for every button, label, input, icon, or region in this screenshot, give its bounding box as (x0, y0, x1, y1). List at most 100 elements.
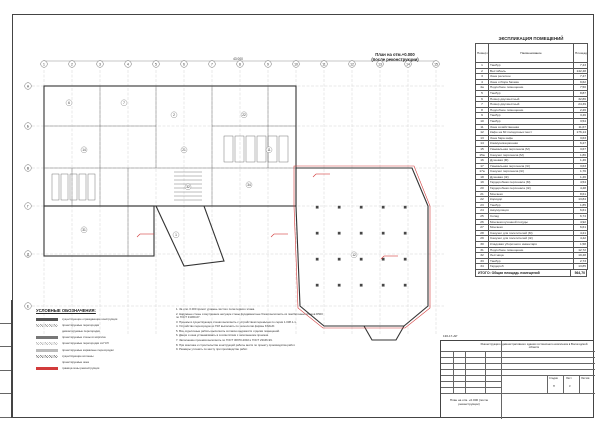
axis-bubble (152, 60, 160, 68)
general-notes: 1. За отм. 0.000 принят уровень чистого … (176, 307, 324, 353)
legend-swatch (36, 342, 58, 346)
column (337, 257, 341, 261)
column (337, 231, 341, 235)
header-name: Наименование (488, 43, 574, 63)
level-mark (270, 233, 275, 238)
legend-label: демонтируемые перегородки (62, 328, 100, 333)
legend-item: проектируемые перегородки (36, 322, 156, 328)
small-room (256, 135, 267, 163)
project-description: Реконструкция административного здания г… (480, 342, 588, 350)
legend-label: проектируемые перегородки (62, 322, 100, 327)
axis-label: 2 (71, 62, 73, 66)
column (381, 231, 385, 235)
sheet-header: Лист (566, 377, 572, 380)
total-label: ИТОГО: Общая площадь помещений (478, 270, 540, 275)
axis-label: 14 (406, 62, 410, 66)
column (403, 231, 407, 235)
legend-label: граница зоны реконструкции (62, 366, 100, 371)
room-area: 7,50 (573, 84, 588, 91)
room-label: 14 (82, 148, 86, 152)
column (381, 257, 385, 261)
axis-label: 8 (239, 62, 241, 66)
legend-swatch (36, 348, 58, 352)
schedule-title: ЭКСПЛИКАЦИЯ ПОМЕЩЕНИЙ (498, 36, 564, 41)
axis-bubble (24, 122, 32, 130)
room-tag (180, 146, 188, 153)
room-schedule-table: Номер помещ. Наименование Площадь, м2 1Т… (475, 43, 588, 270)
note-paragraph: 8. При монтаже и строительстве конструкц… (176, 342, 296, 347)
axis-bubble (432, 60, 440, 68)
axis-label: 7 (211, 62, 213, 66)
legend-swatch (36, 367, 58, 371)
axis-label: 9 (267, 62, 269, 66)
legend-swatch (36, 354, 58, 358)
axis-bubble (24, 250, 32, 258)
legend-label: существующие ограждающие конструкции (62, 316, 118, 321)
room-tag (80, 226, 88, 233)
legend-label: проектируемые каркасные перегородки (62, 347, 114, 352)
column (359, 257, 363, 261)
axis-label: Е (27, 304, 30, 308)
column (337, 283, 341, 287)
legend-item: проектируемые каркасные перегородки (36, 347, 156, 353)
small-room (245, 135, 256, 163)
axis-bubble (292, 60, 300, 68)
wall-outline-entrance (363, 325, 405, 341)
reconstruction-boundary (293, 165, 431, 329)
small-room (234, 135, 245, 163)
sheet-value: 3 (569, 385, 571, 388)
note-paragraph: 7. Заполнение проемов выполнять по ГОСТ … (176, 337, 273, 342)
axis-bubble (24, 302, 32, 310)
axis-bubble (180, 60, 188, 68)
wall-outline-lower-left (43, 205, 155, 257)
legend-label: проектируемые перегородки из ГКЛ (62, 341, 109, 346)
note-paragraph: 3. Проемы в существующих стенах выполнит… (176, 319, 297, 324)
header-area: Площадь, м2 (573, 43, 588, 63)
title-block: 130-17-АР Реконструкция административног… (440, 334, 595, 419)
room-label: 12 (352, 253, 356, 257)
room-label: 7 (123, 101, 125, 105)
room-label: 22 (242, 113, 246, 117)
axis-label: 6 (183, 62, 185, 66)
axis-bubble (24, 202, 32, 210)
legend-label: проектируемые окна (62, 359, 89, 364)
column (359, 231, 363, 235)
legend-swatch (36, 323, 58, 327)
legend-swatch (36, 317, 58, 321)
wall-outline-porch (155, 205, 225, 267)
axis-label: 12 (350, 62, 354, 66)
note-paragraph: 4. Устройство перегородок из ГКЛ выполни… (176, 324, 275, 329)
room-name: Гардероб (488, 263, 574, 270)
room-area: 7,43 (573, 62, 588, 69)
axis-bubble (124, 60, 132, 68)
column (403, 257, 407, 261)
column (315, 231, 319, 235)
axis-bubble (68, 60, 76, 68)
axis-bubble (24, 164, 32, 172)
column (359, 205, 363, 209)
axis-bubble (96, 60, 104, 68)
drawing-code: 130-17-АР (443, 334, 458, 338)
note-paragraph: 1. За отм. 0.000 принят уровень чистого … (176, 307, 255, 311)
legend-label: существующие колонны (62, 353, 94, 358)
column (337, 205, 341, 209)
column (403, 205, 407, 209)
axis-label: 3 (99, 62, 101, 66)
room-tag (80, 146, 88, 153)
axis-label: 11 (322, 62, 326, 66)
level-mark (312, 173, 317, 178)
axis-bubble (320, 60, 328, 68)
room-area: 3,54 (573, 117, 588, 125)
room-area: 13,85 (573, 263, 588, 270)
wall-outline-main (43, 85, 297, 207)
small-room (69, 173, 78, 201)
